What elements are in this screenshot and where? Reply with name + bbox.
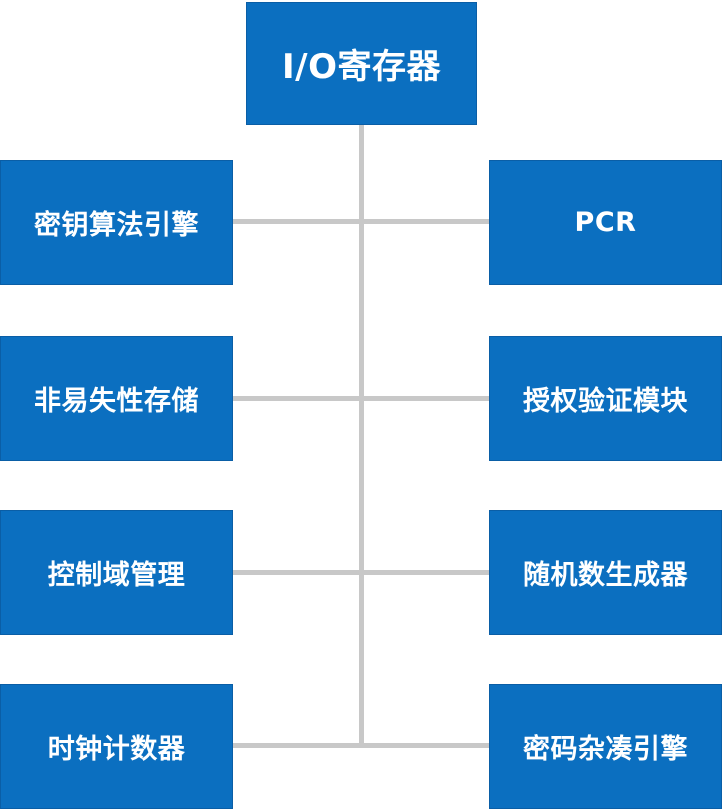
control-domain-management-box: 控制域管理 — [0, 510, 233, 635]
vertical-bus-line — [359, 124, 364, 746]
pcr-box: PCR — [489, 160, 722, 285]
hash-engine-box: 密码杂凑引擎 — [489, 684, 722, 809]
box-label: 控制域管理 — [47, 560, 186, 591]
box-label: 随机数生成器 — [523, 560, 688, 591]
random-number-generator-box: 随机数生成器 — [489, 510, 722, 635]
box-label: 密钥算法引擎 — [34, 210, 199, 241]
bus-branch-1 — [232, 219, 490, 224]
box-label: 非易失性存储 — [34, 386, 199, 417]
bus-branch-2 — [232, 396, 490, 401]
box-label: PCR — [574, 207, 637, 238]
io-register-box: I/O寄存器 — [246, 2, 477, 125]
clock-counter-box: 时钟计数器 — [0, 684, 233, 809]
box-label: 授权验证模块 — [523, 386, 688, 417]
box-label: 时钟计数器 — [47, 734, 186, 765]
box-label: 密码杂凑引擎 — [523, 734, 688, 765]
authorization-module-box: 授权验证模块 — [489, 336, 722, 461]
io-register-label: I/O寄存器 — [282, 47, 441, 87]
key-algorithm-engine-box: 密钥算法引擎 — [0, 160, 233, 285]
bus-branch-3 — [232, 570, 490, 575]
nonvolatile-storage-box: 非易失性存储 — [0, 336, 233, 461]
bus-branch-4 — [232, 743, 490, 748]
